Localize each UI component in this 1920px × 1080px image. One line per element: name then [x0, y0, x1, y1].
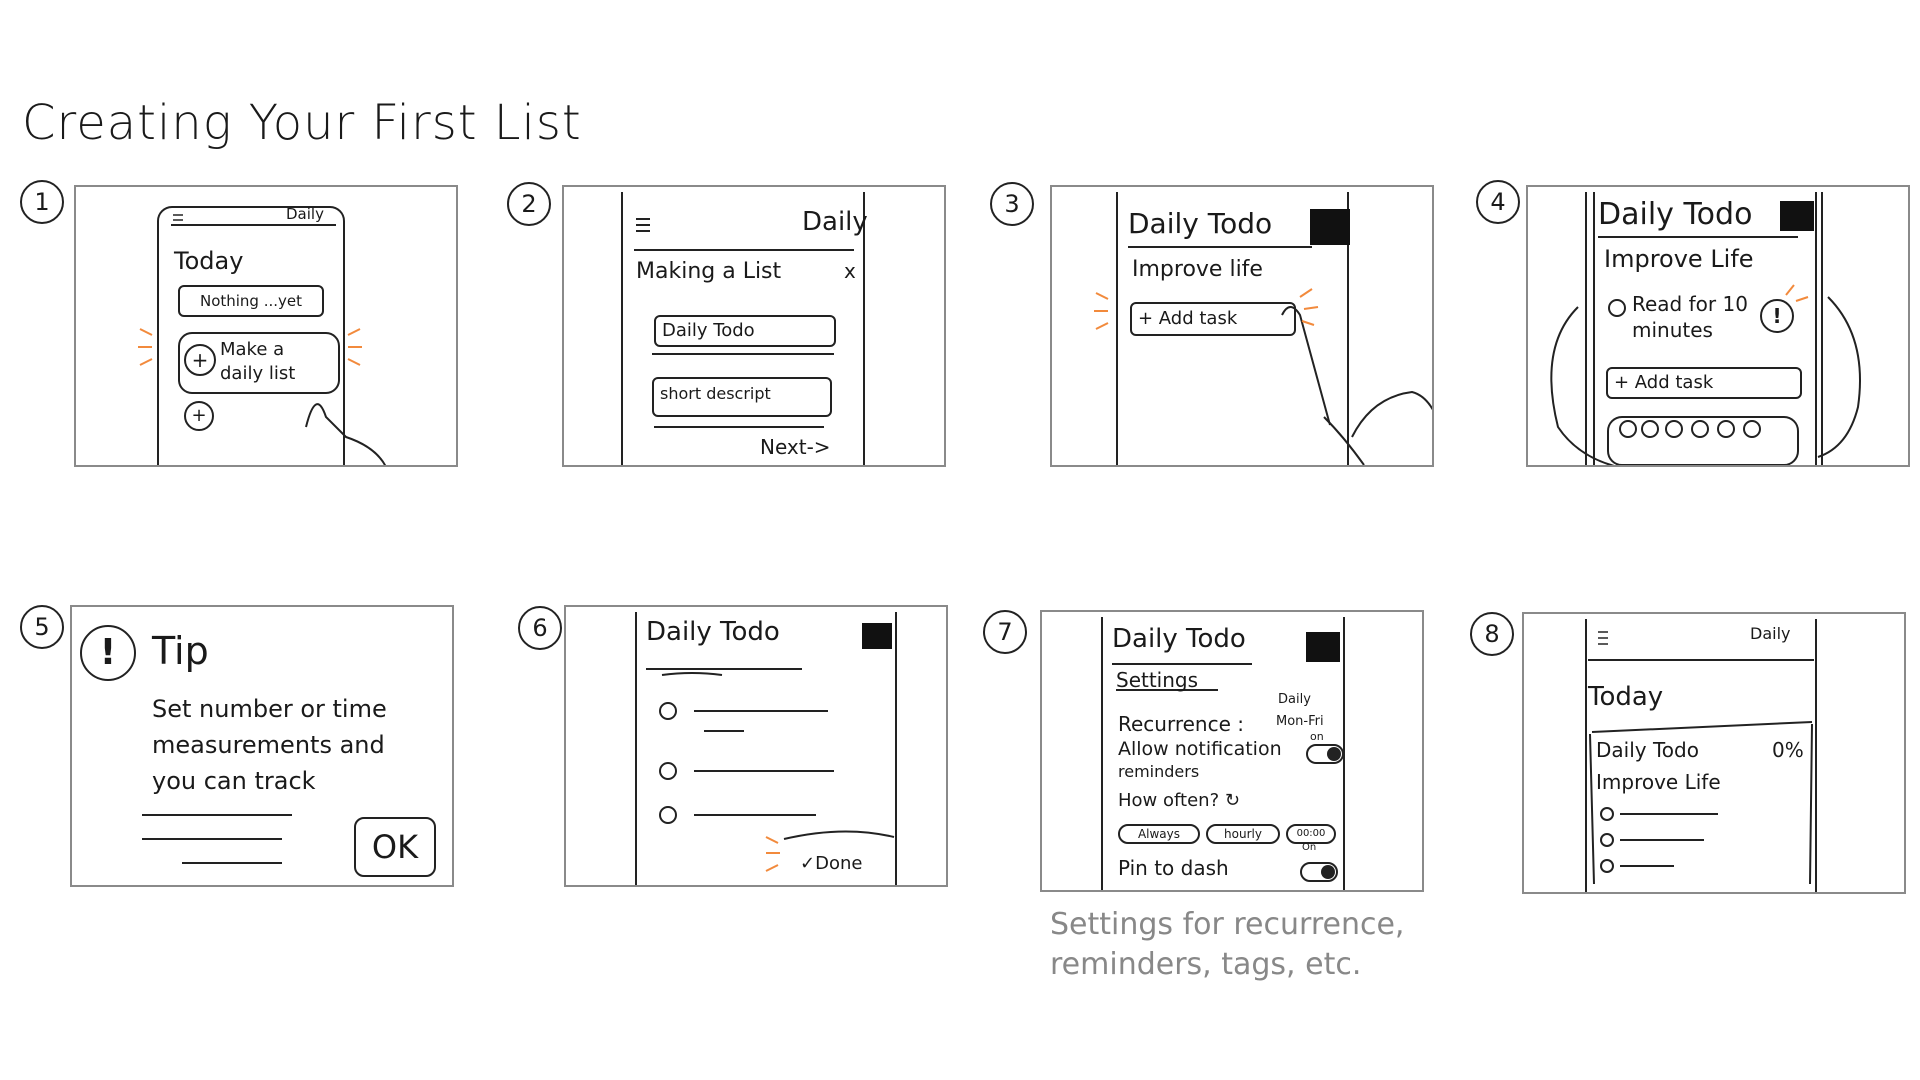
how-often-label: How often? ↻ — [1118, 790, 1240, 811]
frequency-hourly[interactable]: hourly — [1206, 824, 1280, 844]
panel-6-sketch — [635, 612, 897, 885]
panel-8-sketch — [1585, 619, 1817, 892]
step-number-3: 3 — [990, 182, 1034, 226]
tip-alert-icon: ! — [80, 625, 136, 681]
tip-heading: Tip — [152, 629, 209, 673]
add-fab-icon[interactable]: + — [184, 401, 214, 431]
step-number-6: 6 — [518, 606, 562, 650]
storyboard-panel-4: Daily Todo Improve Life Read for 10 minu… — [1526, 185, 1910, 467]
panel-2-sketch — [621, 192, 865, 465]
pin-label: Pin to dash — [1118, 856, 1229, 880]
make-list-label: Make a daily list — [220, 339, 296, 384]
add-task-button[interactable]: + Add task — [1606, 367, 1802, 399]
recurrence-option-weekdays[interactable]: Mon-Fri — [1276, 714, 1324, 729]
panel-2-header: Daily — [802, 207, 868, 237]
tip-body: Set number or time measurements and you … — [152, 695, 387, 795]
task-checkbox[interactable] — [1608, 299, 1626, 317]
panel-1-sketch — [138, 206, 386, 465]
panel-7-caption: Settings for recurrence, reminders, tags… — [1050, 907, 1405, 982]
edit-icon[interactable] — [1306, 632, 1340, 662]
settings-heading: Settings — [1116, 668, 1199, 692]
recurrence-option-daily[interactable]: Daily — [1278, 692, 1311, 707]
dashboard-list-name[interactable]: Daily Todo — [1596, 738, 1699, 762]
frequency-always[interactable]: Always — [1118, 824, 1200, 844]
done-button[interactable]: ✓Done — [800, 853, 863, 874]
storyboard-panel-6: Daily Todo ✓Done — [564, 605, 948, 887]
panel-8-today: Today — [1588, 682, 1664, 712]
notification-state: on — [1310, 730, 1324, 743]
reminders-label: reminders — [1118, 762, 1200, 781]
step-number-1: 1 — [20, 180, 64, 224]
panel-6-title: Daily Todo — [646, 617, 780, 647]
panel-4-title: Daily Todo — [1598, 197, 1753, 232]
notification-toggle[interactable] — [1306, 744, 1344, 764]
alert-icon[interactable]: ! — [1760, 299, 1794, 333]
frequency-custom[interactable]: 00:00 — [1286, 824, 1336, 844]
edit-icon[interactable] — [1780, 201, 1814, 231]
plus-icon: + — [184, 344, 216, 376]
empty-state-text: Nothing ...yet — [199, 292, 303, 310]
list-name-input[interactable]: Daily Todo — [654, 315, 836, 347]
notification-label: Allow notification — [1118, 738, 1282, 760]
storyboard-panel-2: Daily Making a List x Daily Todo short d… — [562, 185, 946, 467]
step-number-7: 7 — [983, 610, 1027, 654]
storyboard-panel-5: ! Tip Set number or time measurements an… — [70, 605, 454, 887]
storyboard-panel-8: Daily Today Daily Todo 0% Improve Life — [1522, 612, 1906, 894]
step-number-2: 2 — [507, 182, 551, 226]
panel-4-sketch — [1550, 192, 1861, 465]
recurrence-label: Recurrence : — [1118, 712, 1245, 736]
panel-4-subtitle: Improve Life — [1604, 245, 1754, 273]
make-list-button[interactable]: + Make a daily list — [178, 332, 340, 394]
edit-icon[interactable] — [862, 623, 892, 649]
panel-1-header: Daily — [286, 205, 324, 223]
task-checkbox[interactable] — [1600, 859, 1614, 873]
panel-1-today: Today — [174, 247, 244, 275]
panel-3-title: Daily Todo — [1128, 207, 1273, 240]
panel-3-subtitle: Improve life — [1132, 257, 1263, 282]
task-checkbox[interactable] — [1600, 807, 1614, 821]
task-text: Read for 10 minutes — [1632, 292, 1748, 342]
frequency-custom-state: On — [1302, 842, 1317, 853]
task-checkbox[interactable] — [1600, 833, 1614, 847]
step-number-5: 5 — [20, 605, 64, 649]
storyboard-panel-7: Daily Todo Settings Daily Recurrence : M… — [1040, 610, 1424, 892]
dashboard-list-progress: 0% — [1772, 738, 1804, 762]
making-list-title: Making a List — [636, 259, 782, 284]
panel-8-header: Daily — [1750, 624, 1791, 643]
page-title: Creating Your First List — [22, 95, 582, 151]
step-number-8: 8 — [1470, 612, 1514, 656]
list-description-input[interactable]: short descript — [652, 377, 832, 417]
step-number-4: 4 — [1476, 180, 1520, 224]
ok-button[interactable]: OK — [354, 817, 436, 877]
storyboard-panel-1: Daily Today Nothing ...yet + Make a dail… — [74, 185, 458, 467]
storyboard-panel-3: Daily Todo Improve life + Add task — [1050, 185, 1434, 467]
close-icon[interactable]: x — [844, 259, 856, 283]
pin-toggle[interactable] — [1300, 862, 1338, 882]
panel-7-sketch — [1101, 617, 1345, 890]
add-task-button[interactable]: + Add task — [1130, 302, 1296, 336]
empty-state-box: Nothing ...yet — [178, 285, 324, 317]
next-button[interactable]: Next-> — [760, 435, 831, 459]
dashboard-list-subtitle: Improve Life — [1596, 770, 1721, 794]
panel-5-sketch — [142, 814, 292, 864]
panel-7-title: Daily Todo — [1112, 624, 1246, 654]
edit-icon[interactable] — [1310, 209, 1350, 245]
